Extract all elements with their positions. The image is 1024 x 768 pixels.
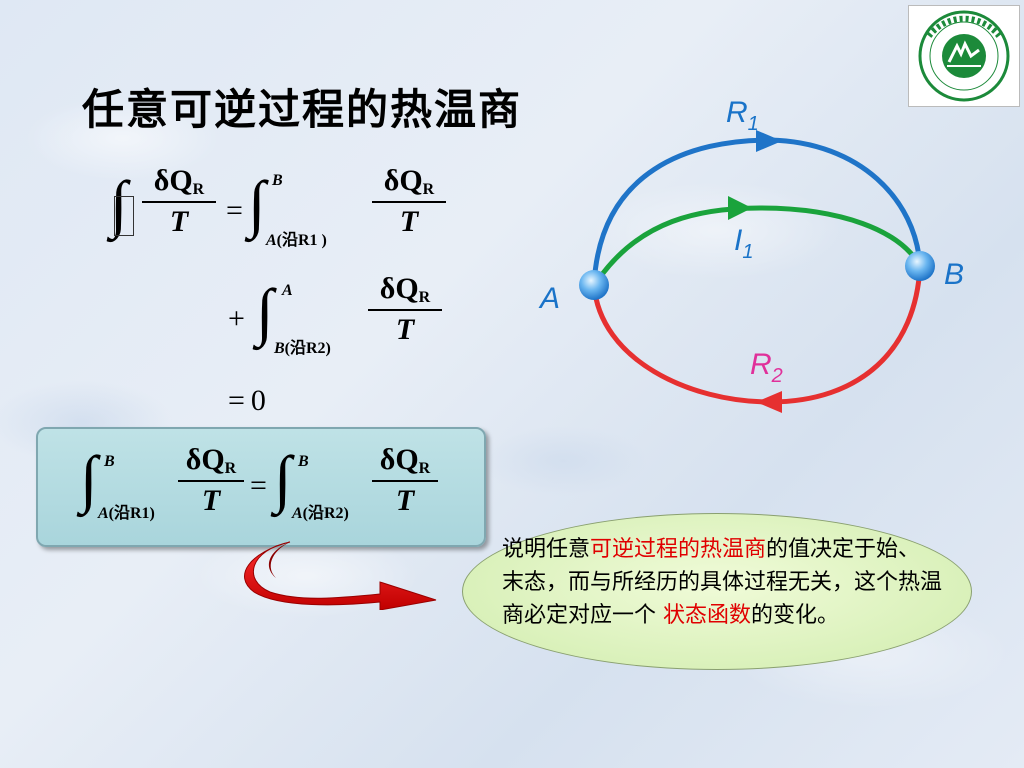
lower-limit-b-r2: B(沿R2) [274,340,331,357]
cyclic-integral-formula: ∫ δQR T = ∫ B A(沿R1 ) δQR T [100,160,460,260]
plus-sign: + [228,302,245,335]
integral-sign-2: ∫ [256,276,274,347]
result-integral-r1: ∫ [80,443,98,514]
slide-title: 任意可逆过程的热温商 [82,85,523,134]
result-upper-limit-b-2: B [298,453,309,470]
result-lower-limit-a-r2: A(沿R2) [292,505,349,522]
label-r1: R1 [726,96,759,135]
highlight-state-function: 状态函数 [663,603,752,628]
result-box: ∫ B A(沿R1) δQR T = ∫ B A(沿R2) δQR T [36,427,486,547]
point-a [579,270,609,300]
note-text: 说明任意可逆过程的热温商的值决定于始、末态，而与所经历的具体过程无关，这个热温商… [502,537,943,628]
result-upper-limit-b-1: B [104,453,115,470]
upper-limit-a: A [282,282,293,299]
result-integral-r2: ∫ [274,443,292,514]
fraction-dq-t-3: δQR T [368,272,442,347]
note-ellipse [462,513,972,670]
fraction-dq-t-2: δQR T [372,164,446,239]
second-path-integral: + ∫ A B(沿R2) δQR T [226,272,466,372]
result-fraction-1: δQR T [178,443,244,518]
label-a: A [538,282,560,315]
result-fraction-2: δQR T [372,443,438,518]
result-lower-limit-a-r1: A(沿R1) [98,505,155,522]
university-logo [908,5,1020,107]
label-r2: R2 [750,348,783,387]
integral-sign-1: ∫ [248,168,266,239]
process-path-diagram: R1 I1 R2 A B [538,96,964,413]
highlight-reversible-heat-temp-quotient: 可逆过程的热温商 [590,537,767,562]
equals-sign-1: = [226,194,243,227]
label-i1: I1 [734,224,753,263]
lower-limit-a-r1: A(沿R1 ) [266,232,327,249]
upper-limit-b-1: B [272,172,283,189]
result-equals-sign: = [250,469,267,502]
path-r2 [591,265,923,405]
contour-box [114,196,134,236]
curved-arrow-icon [244,541,437,610]
path-r1 [591,137,923,286]
fraction-dq-t-1: δQR T [142,164,216,239]
arrow-r1-icon [756,130,782,152]
equals-zero: =0 [228,384,266,417]
arrow-i1-icon [728,196,752,220]
path-i1 [595,205,923,282]
arrow-r2-icon [756,391,782,413]
label-b: B [944,258,964,291]
point-b [905,251,935,281]
